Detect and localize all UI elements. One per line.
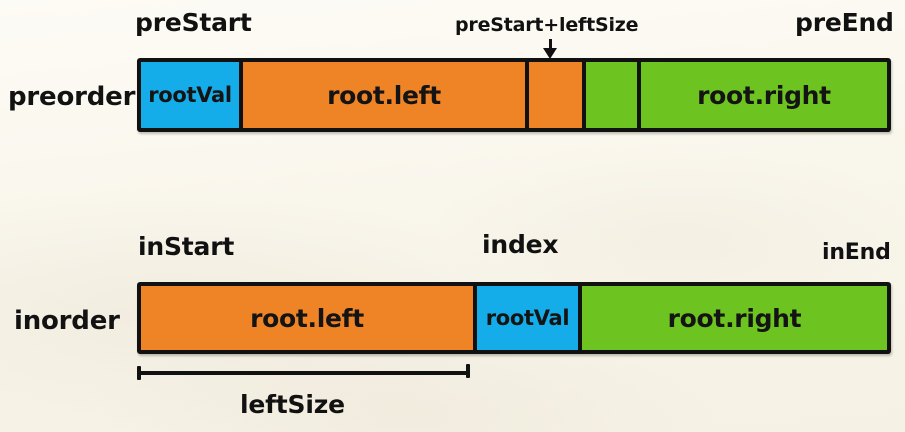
- prestart-plus-leftsize-arrow-shaft: [549, 39, 552, 52]
- inorder-segment-root-left: root.left: [141, 286, 473, 350]
- inorder-segment-rootval: rootVal: [473, 286, 578, 350]
- leftsize-bracket-bar: [137, 371, 470, 375]
- marker-preend: preEnd: [795, 8, 894, 37]
- preorder-segment-root-right: root.right: [637, 62, 887, 128]
- marker-instart: inStart: [138, 232, 235, 261]
- inorder-row-label: inorder: [14, 306, 120, 336]
- inorder-segment-root-right: root.right: [578, 286, 887, 350]
- preorder-bar: rootVal root.left root.right: [137, 58, 891, 132]
- leftsize-bracket-label: leftSize: [240, 390, 345, 419]
- inorder-bar: root.left rootVal root.right: [137, 282, 891, 354]
- preorder-row-label: preorder: [8, 82, 136, 112]
- marker-prestart-plus-leftsize: preStart+leftSize: [455, 14, 639, 36]
- preorder-segment-right-gap: [582, 62, 637, 128]
- leftsize-bracket-tick-end: [466, 364, 470, 378]
- preorder-segment-left-gap: [525, 62, 582, 128]
- preorder-segment-rootval: rootVal: [141, 62, 239, 128]
- marker-prestart: preStart: [135, 8, 252, 37]
- marker-index: index: [482, 230, 559, 259]
- preorder-segment-root-left: root.left: [239, 62, 525, 128]
- prestart-plus-leftsize-arrow-head: [543, 48, 557, 59]
- marker-inend: inEnd: [822, 240, 891, 265]
